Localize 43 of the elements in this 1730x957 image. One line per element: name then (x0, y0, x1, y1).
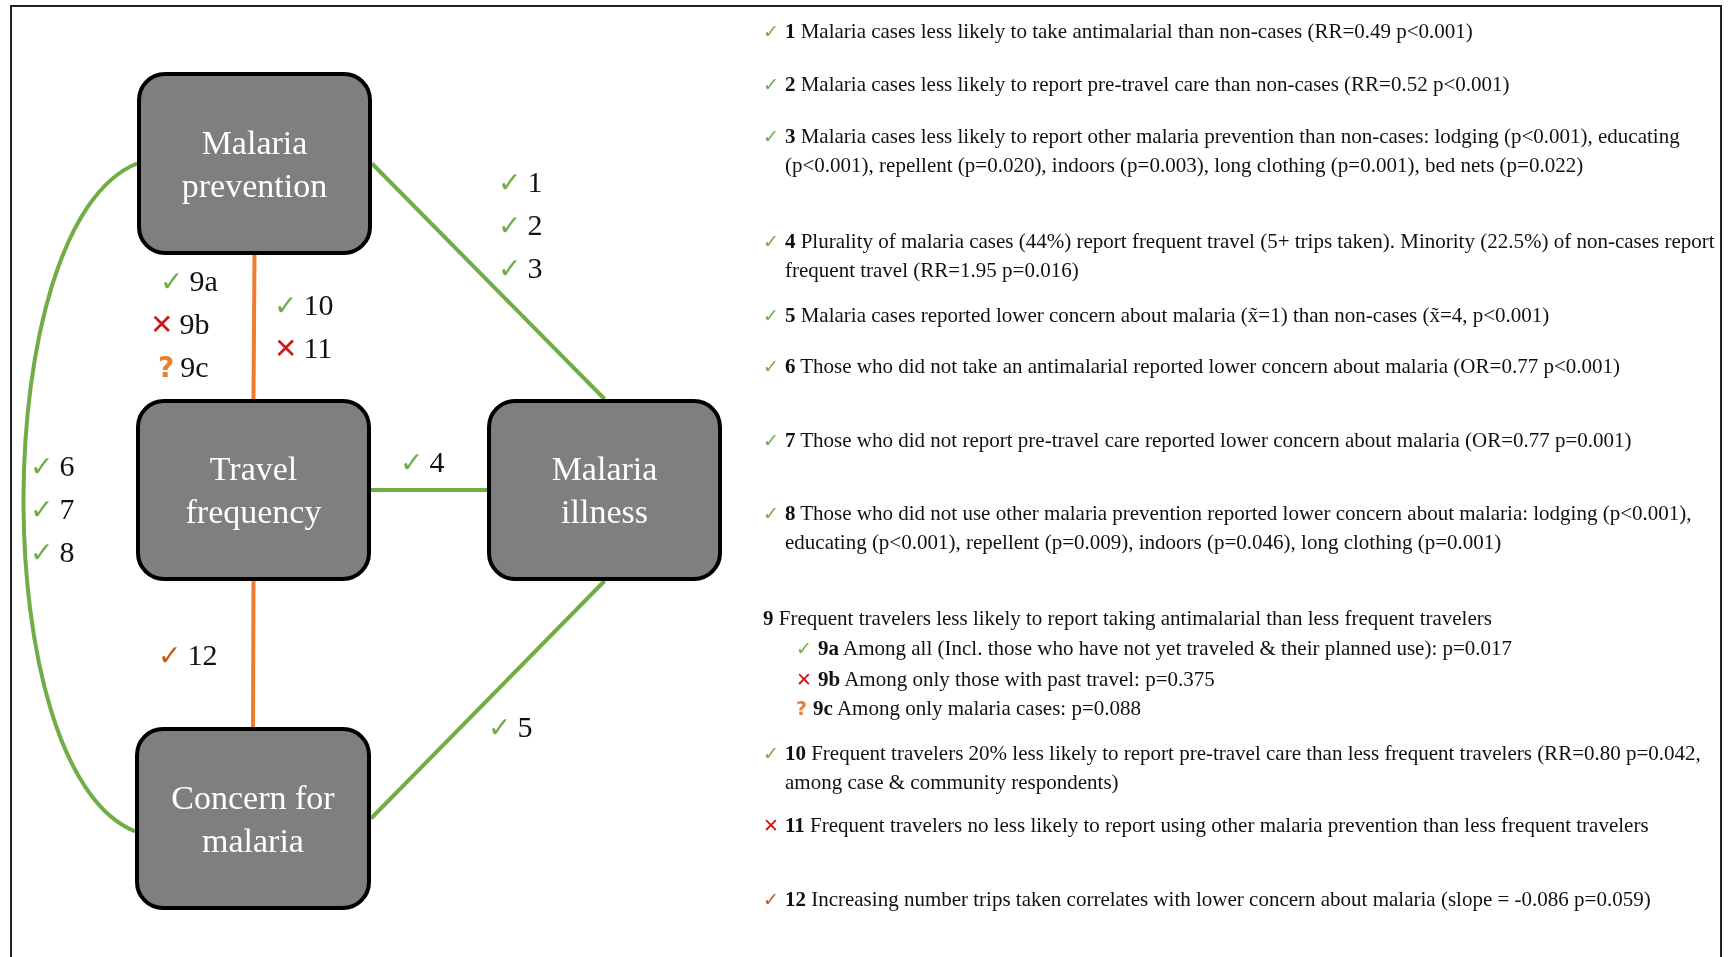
finding-text: ✕ 11 Frequent travelers no less likely to report using other malaria prevention than less frequent travelers (763, 812, 1650, 839)
box-label: Malaria illness (550, 449, 659, 532)
finding-mark: ✓ 4 (400, 444, 445, 481)
connector-line (370, 162, 606, 401)
finding-text: ✓ 2 Malaria cases less likely to report pre-travel care than non-cases (RR=0.52 p<0.001) (763, 71, 1511, 98)
box-label: Concern for malaria (170, 777, 336, 861)
finding-mark: ✓ 7 (30, 491, 75, 528)
finding-text: ✓ 3 Malaria cases less likely to report other malaria prevention than non-cases: lodging (p<0.001), educating (p<0.001), repellent (p=0.020), indoors (p=0.003), long clothing (p=0.001), bed nets (p=0.022) (763, 123, 1681, 179)
finding-text: ✓ 6 Those who did not take an antimalarial reported lower concern about malaria (OR=0.77 p<0.001) (763, 353, 1621, 380)
variable-box (135, 727, 371, 910)
finding-text: ✓ 7 Those who did not report pre-travel care reported lower concern about malaria (OR=0.77 p=0.001) (763, 427, 1633, 454)
finding-mark: ✓ 3 (498, 250, 543, 287)
variable-box (136, 399, 371, 581)
finding-text: ✓ 5 Malaria cases reported lower concern about malaria (x̃=1) than non-cases (x̃=4, p<0.001) (763, 302, 1551, 329)
finding-mark: ✓ 1 (498, 164, 543, 201)
finding-text: ✕ 9b Among only those with past travel: p=0.375 (796, 666, 1216, 693)
finding-text: ✓ 1 Malaria cases less likely to take antimalarial than non-cases (RR=0.49 p<0.001) (763, 18, 1474, 45)
finding-text: ✓ 8 Those who did not use other malaria prevention reported lower concern about malaria: lodging (p<0.001), educating (p<0.001), repellent (p=0.009), indoors (p=0.046), long clothing (p=0.001) (763, 500, 1693, 556)
finding-mark: ✓ 2 (498, 207, 543, 244)
connector-line (251, 581, 256, 727)
box-label: Travel frequency (184, 449, 323, 532)
finding-mark: ✕ 11 (274, 330, 333, 367)
finding-mark: ✓ 6 (30, 448, 75, 485)
finding-text: ✓ 12 Increasing number trips taken correlates with lower concern about malaria (slope = -0.086 p=0.059) (763, 886, 1652, 913)
finding-text: 9 Frequent travelers less likely to report taking antimalarial than less frequent travelers (763, 605, 1493, 632)
finding-mark: ✓ 9a (160, 263, 218, 300)
box-label: Malaria prevention (180, 122, 329, 206)
finding-mark: ✓ 8 (30, 534, 75, 571)
connector-line (369, 579, 606, 820)
finding-text: ✓ 9a Among all (Incl. those who have not yet traveled & their planned use): p=0.017 (796, 635, 1514, 662)
finding-text: ✓ 4 Plurality of malaria cases (44%) report frequent travel (5+ trips taken). Minority (22.5%) of non-cases report frequent travel (RR=1.95 p=0.016) (763, 228, 1716, 284)
finding-mark: ✕ 9b (150, 306, 210, 343)
finding-mark: ? 9c (158, 349, 209, 386)
finding-text: ? 9c Among only malaria cases: p=0.088 (796, 695, 1142, 722)
variable-box (137, 72, 372, 255)
finding-mark: ✓ 5 (488, 709, 533, 746)
finding-mark: ✓ 10 (274, 287, 334, 324)
connector-line (371, 488, 487, 492)
finding-mark: ✓ 12 (158, 637, 218, 674)
connector-line (251, 255, 257, 399)
connector-line (21, 161, 139, 833)
finding-text: ✓ 10 Frequent travelers 20% less likely to report pre-travel care than less frequent travelers (RR=0.80 p=0.042, among case & community respondents) (763, 740, 1702, 796)
variable-box (487, 399, 722, 581)
